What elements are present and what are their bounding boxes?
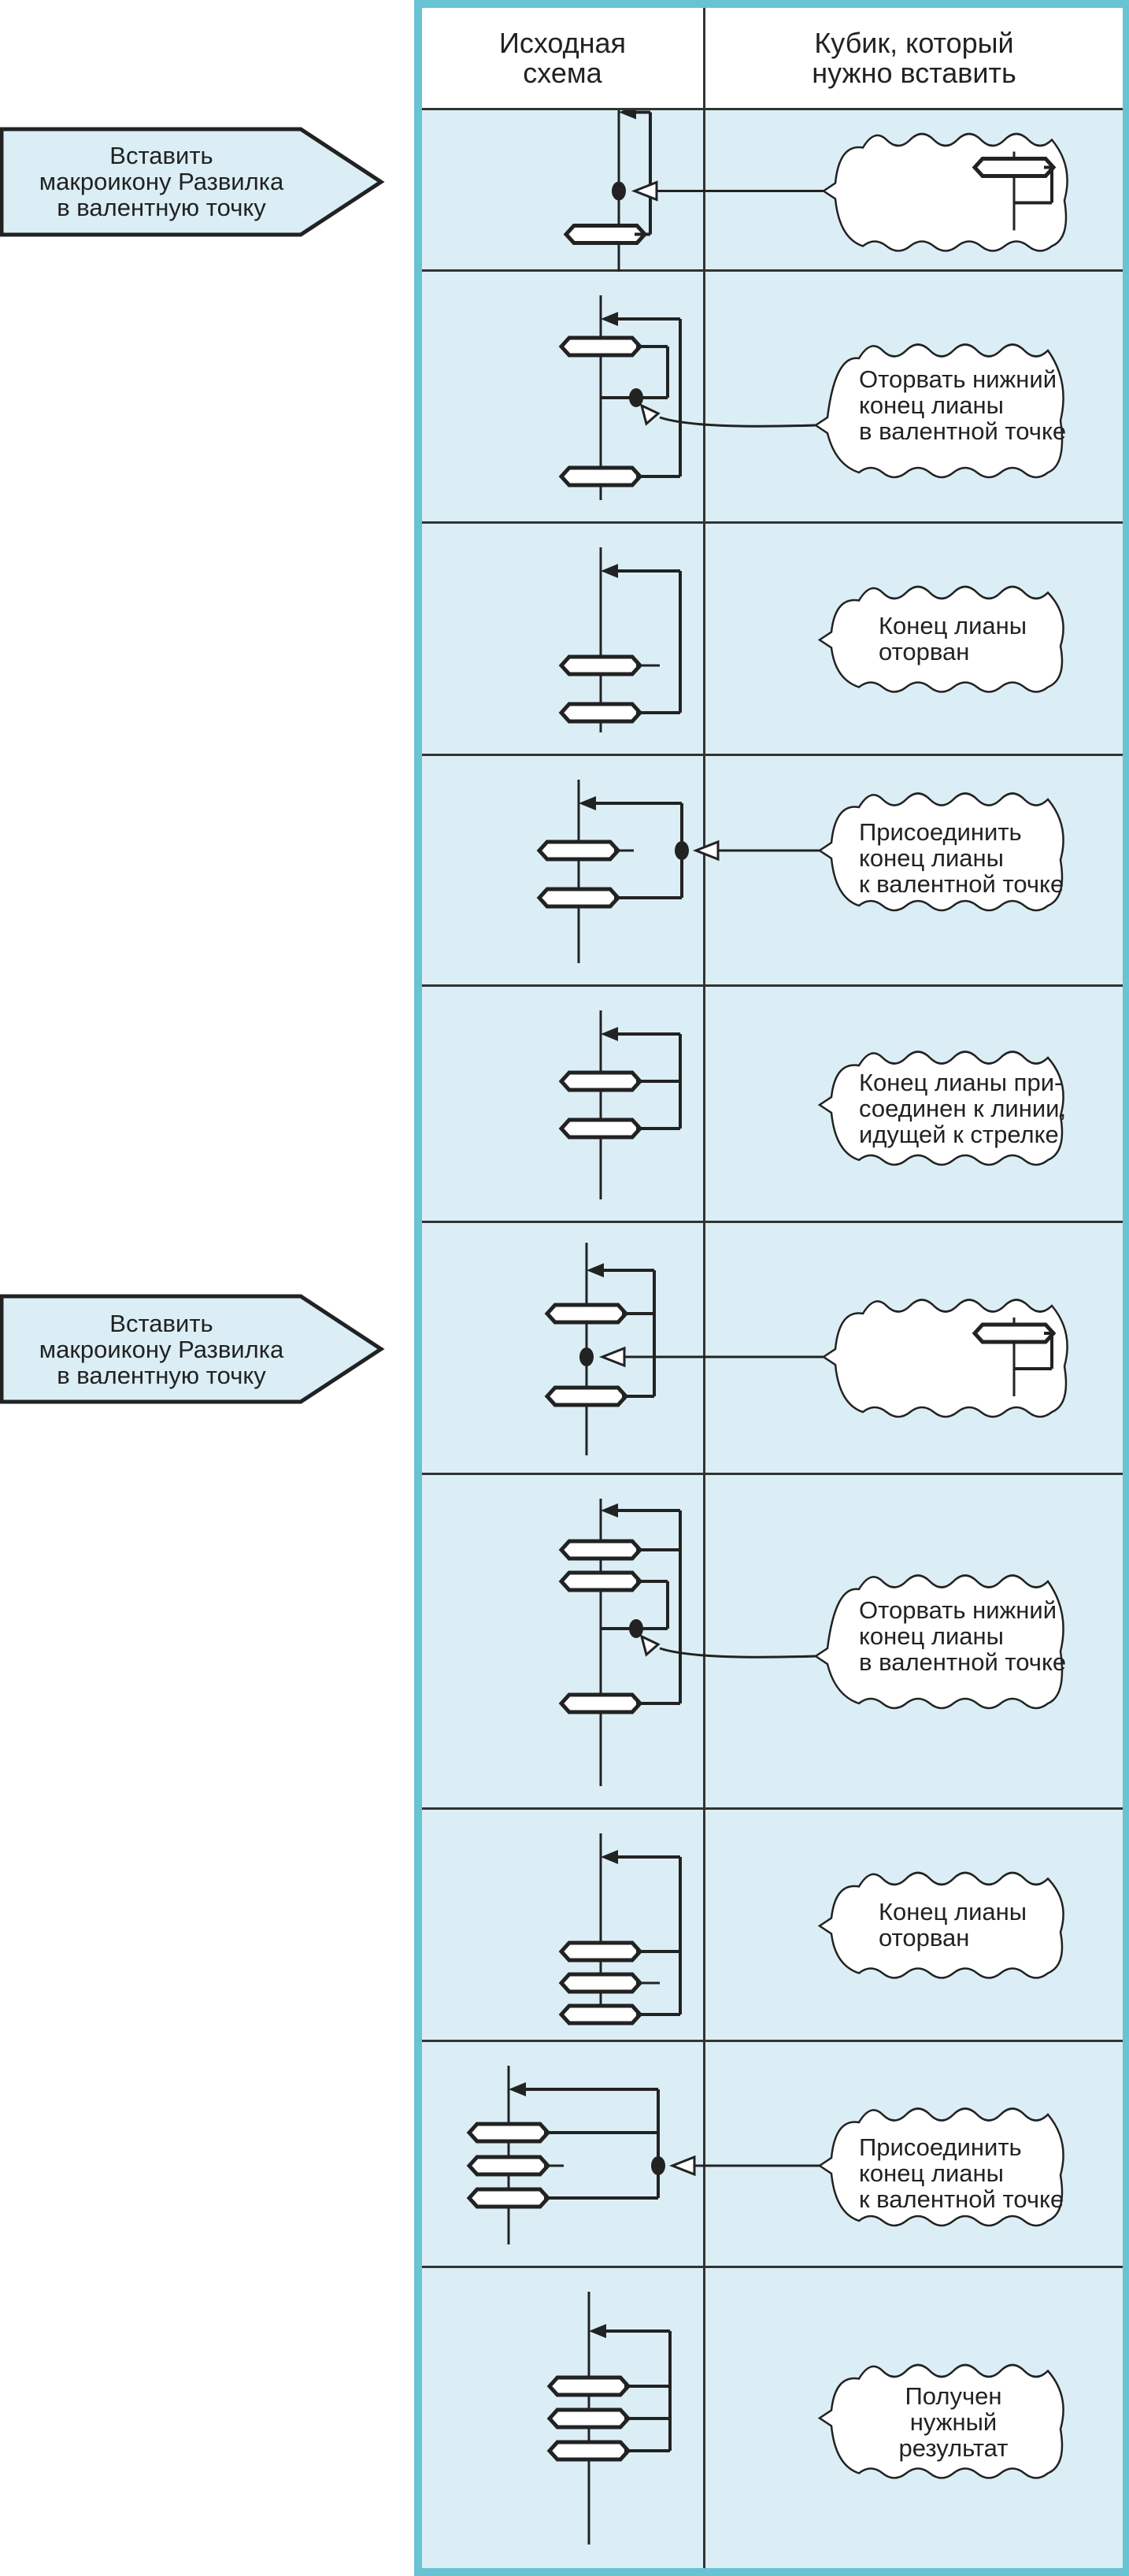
step-row: Получен нужный результат — [422, 2268, 1123, 2566]
valence-point-icon — [651, 2156, 665, 2175]
step-row: Конец лианы оторван — [422, 524, 1123, 756]
steps-table: Исходная схема Кубик, который нужно вста… — [422, 8, 1123, 2568]
open-arrow-icon — [631, 180, 658, 202]
step-diagram — [466, 2066, 1064, 2244]
step-diagram — [536, 780, 1064, 963]
arrow-head-icon — [579, 796, 596, 810]
branch-icon — [558, 335, 643, 358]
speech-bubble — [817, 585, 1064, 693]
step-diagram — [558, 1499, 1064, 1786]
branch-icon — [558, 1692, 643, 1714]
branch-icon — [972, 1322, 1057, 1344]
bubble-text: Конец лианы при- соединен к линии, идуще… — [859, 1069, 1067, 1148]
step-diagram — [563, 110, 1068, 272]
branch-icon — [558, 1118, 643, 1140]
branch-icon — [558, 2003, 643, 2026]
bubble-text: Присоединить конец лианы к валентной точ… — [859, 2133, 1064, 2213]
bubble-text: Присоединить конец лианы к валентной точ… — [859, 818, 1064, 898]
speech-bubble — [821, 132, 1068, 252]
valence-point-icon — [675, 841, 689, 860]
branch-icon — [972, 157, 1057, 178]
step-diagram — [558, 1833, 1064, 2026]
branch-icon — [558, 1570, 643, 1592]
arrow-head-icon — [601, 1850, 618, 1864]
bubble-text: Конец лианы оторван — [879, 611, 1027, 665]
bubble-text: Конец лианы оторван — [879, 1897, 1027, 1951]
action-tag-text: Вставить макроикону Развилка в валентную… — [39, 1309, 284, 1389]
step-diagram — [558, 547, 1064, 732]
step-row: Конец лианы при- соединен к линии, идуще… — [422, 987, 1123, 1223]
step-diagram — [558, 295, 1064, 500]
branch-icon — [536, 887, 621, 909]
branch-icon — [466, 2155, 551, 2177]
arrow-head-icon — [601, 1027, 618, 1041]
valence-point-icon — [579, 1347, 594, 1366]
speech-bubble — [813, 343, 1064, 479]
arrow-head-icon — [601, 312, 618, 326]
open-arrow-icon — [692, 840, 720, 862]
arrow-head-icon — [509, 2082, 526, 2096]
step-row: Оторвать нижний конец лианы в валентной … — [422, 1475, 1123, 1810]
link-line — [659, 1647, 816, 1659]
branch-icon — [536, 840, 621, 862]
speech-bubble — [821, 1299, 1068, 1418]
branch-icon — [546, 2440, 631, 2462]
branch-icon — [558, 1940, 643, 1963]
branch-icon — [558, 654, 643, 676]
step-row: Конец лианы оторван — [422, 1810, 1123, 2042]
valence-point-icon — [629, 1619, 643, 1638]
action-tag-text: Вставить макроикону Развилка в валентную… — [39, 142, 284, 221]
branch-icon — [558, 1539, 643, 1561]
bubble-text: Получен нужный результат — [898, 2381, 1009, 2462]
speech-bubble — [817, 1051, 1064, 1166]
open-arrow-icon — [598, 1346, 626, 1368]
arrow-head-icon — [601, 564, 618, 578]
speech-bubble — [817, 2107, 1064, 2227]
branch-icon — [558, 1070, 643, 1092]
arrow-head-icon — [587, 1263, 604, 1277]
branch-icon — [544, 1385, 629, 1407]
branch-icon — [546, 2407, 631, 2430]
step-diagram — [544, 1243, 1068, 1455]
branch-icon — [466, 2187, 551, 2209]
branch-icon — [544, 1303, 629, 1325]
valence-point-icon — [629, 388, 643, 407]
speech-bubble — [813, 1574, 1064, 1710]
column-divider — [703, 8, 705, 2568]
pentagon-arrow-shape — [0, 127, 385, 236]
branch-icon — [558, 702, 643, 724]
pentagon-arrow-shape — [0, 1294, 385, 1404]
open-arrow-icon — [639, 403, 661, 426]
step-diagram — [546, 2292, 1064, 2544]
valence-point-icon — [612, 181, 626, 201]
step-row: Присоединить конец лианы к валентной точ… — [422, 2042, 1123, 2268]
speech-bubble — [817, 2363, 1064, 2479]
branch-icon — [466, 2122, 551, 2144]
table-header: Исходная схема Кубик, который нужно вста… — [422, 8, 1123, 110]
bubble-text: Оторвать нижний конец лианы в валентной … — [859, 1596, 1067, 1676]
arrow-head-icon — [619, 110, 636, 120]
link-line — [659, 416, 816, 428]
action-tag: Вставить макроикону Развилка в валентную… — [0, 1294, 386, 1404]
step-row: Присоединить конец лианы к валентной точ… — [422, 756, 1123, 987]
speech-bubble — [817, 792, 1064, 912]
bubble-text: Оторвать нижний конец лианы в валентной … — [859, 365, 1067, 445]
open-arrow-icon — [639, 1634, 661, 1657]
header-source-scheme: Исходная схема — [498, 26, 627, 89]
branch-icon — [546, 2375, 631, 2397]
branch-icon — [563, 224, 648, 245]
open-arrow-icon — [668, 2155, 696, 2177]
step-row — [422, 1223, 1123, 1475]
branch-icon — [558, 465, 643, 487]
step-row: Оторвать нижний конец лианы в валентной … — [422, 272, 1123, 524]
header-cube-to-insert: Кубик, который нужно вставить — [812, 26, 1016, 89]
speech-bubble — [817, 1871, 1064, 1979]
diagram-frame: Исходная схема Кубик, который нужно вста… — [414, 0, 1129, 2576]
step-diagram — [558, 1010, 1064, 1199]
branch-icon — [558, 1972, 643, 1994]
arrow-head-icon — [601, 1503, 618, 1518]
arrow-head-icon — [589, 2324, 606, 2338]
action-tag: Вставить макроикону Развилка в валентную… — [0, 127, 386, 237]
step-row — [422, 110, 1123, 272]
